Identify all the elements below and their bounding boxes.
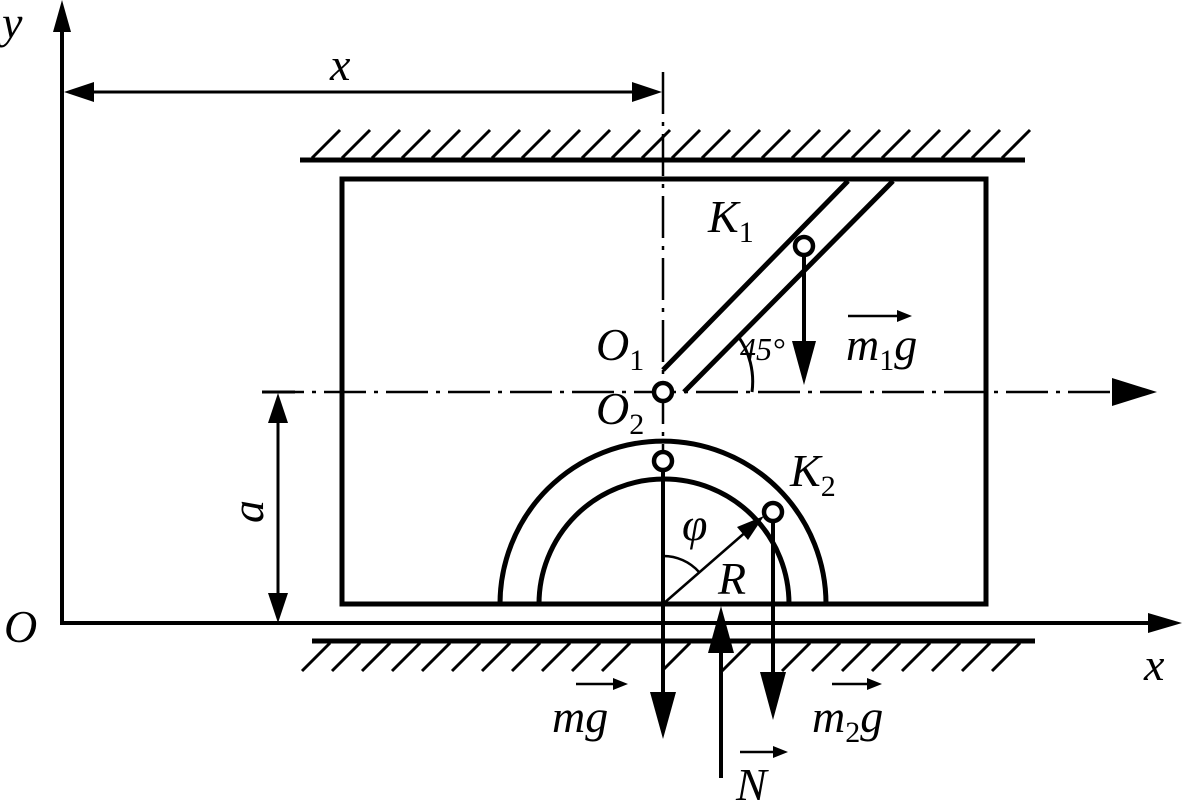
radius-arrow	[662, 516, 764, 605]
dimension-x-arrow	[64, 82, 662, 102]
horizontal-axis-arrowhead	[1112, 378, 1157, 406]
normal-force-label: N	[735, 759, 769, 805]
point-o2	[651, 380, 675, 404]
x-axis-label: x	[1143, 639, 1165, 690]
o1-label: O1	[596, 319, 644, 377]
force-mg-arrow	[650, 470, 676, 739]
phi-angle-arc	[662, 554, 700, 573]
m2g-label: m2g	[812, 691, 883, 749]
vector-bar-m2g	[832, 678, 882, 690]
force-m2g-arrow	[760, 521, 786, 720]
dimension-x-label: x	[329, 39, 351, 90]
top-guide	[300, 128, 1032, 163]
k1-label: K1	[707, 191, 754, 249]
point-k1	[792, 234, 816, 258]
y-axis-label: y	[0, 0, 23, 48]
x-axis	[62, 613, 1182, 633]
bottom-guide	[300, 638, 1035, 673]
origin-label: O	[4, 601, 37, 652]
k2-label: K2	[789, 445, 836, 503]
point-k2	[761, 500, 785, 524]
m1g-label: m1g	[846, 319, 917, 377]
point-semicircle-top	[651, 449, 675, 473]
radius-label: R	[717, 553, 746, 604]
dimension-a-label: a	[222, 500, 273, 523]
o2-label: O2	[596, 383, 644, 441]
mg-label: mg	[552, 691, 608, 742]
vector-bar-m1g	[848, 310, 912, 322]
force-n-arrow	[708, 606, 734, 778]
vector-bar-mg	[576, 678, 628, 690]
inclined-channel	[661, 179, 895, 394]
y-axis	[53, 0, 71, 625]
vector-bar-n	[740, 746, 788, 758]
force-m1g-arrow	[792, 256, 816, 385]
angle-45-label: 45°	[740, 331, 785, 367]
phi-label: φ	[682, 499, 707, 550]
angle-arc-45	[736, 335, 755, 393]
